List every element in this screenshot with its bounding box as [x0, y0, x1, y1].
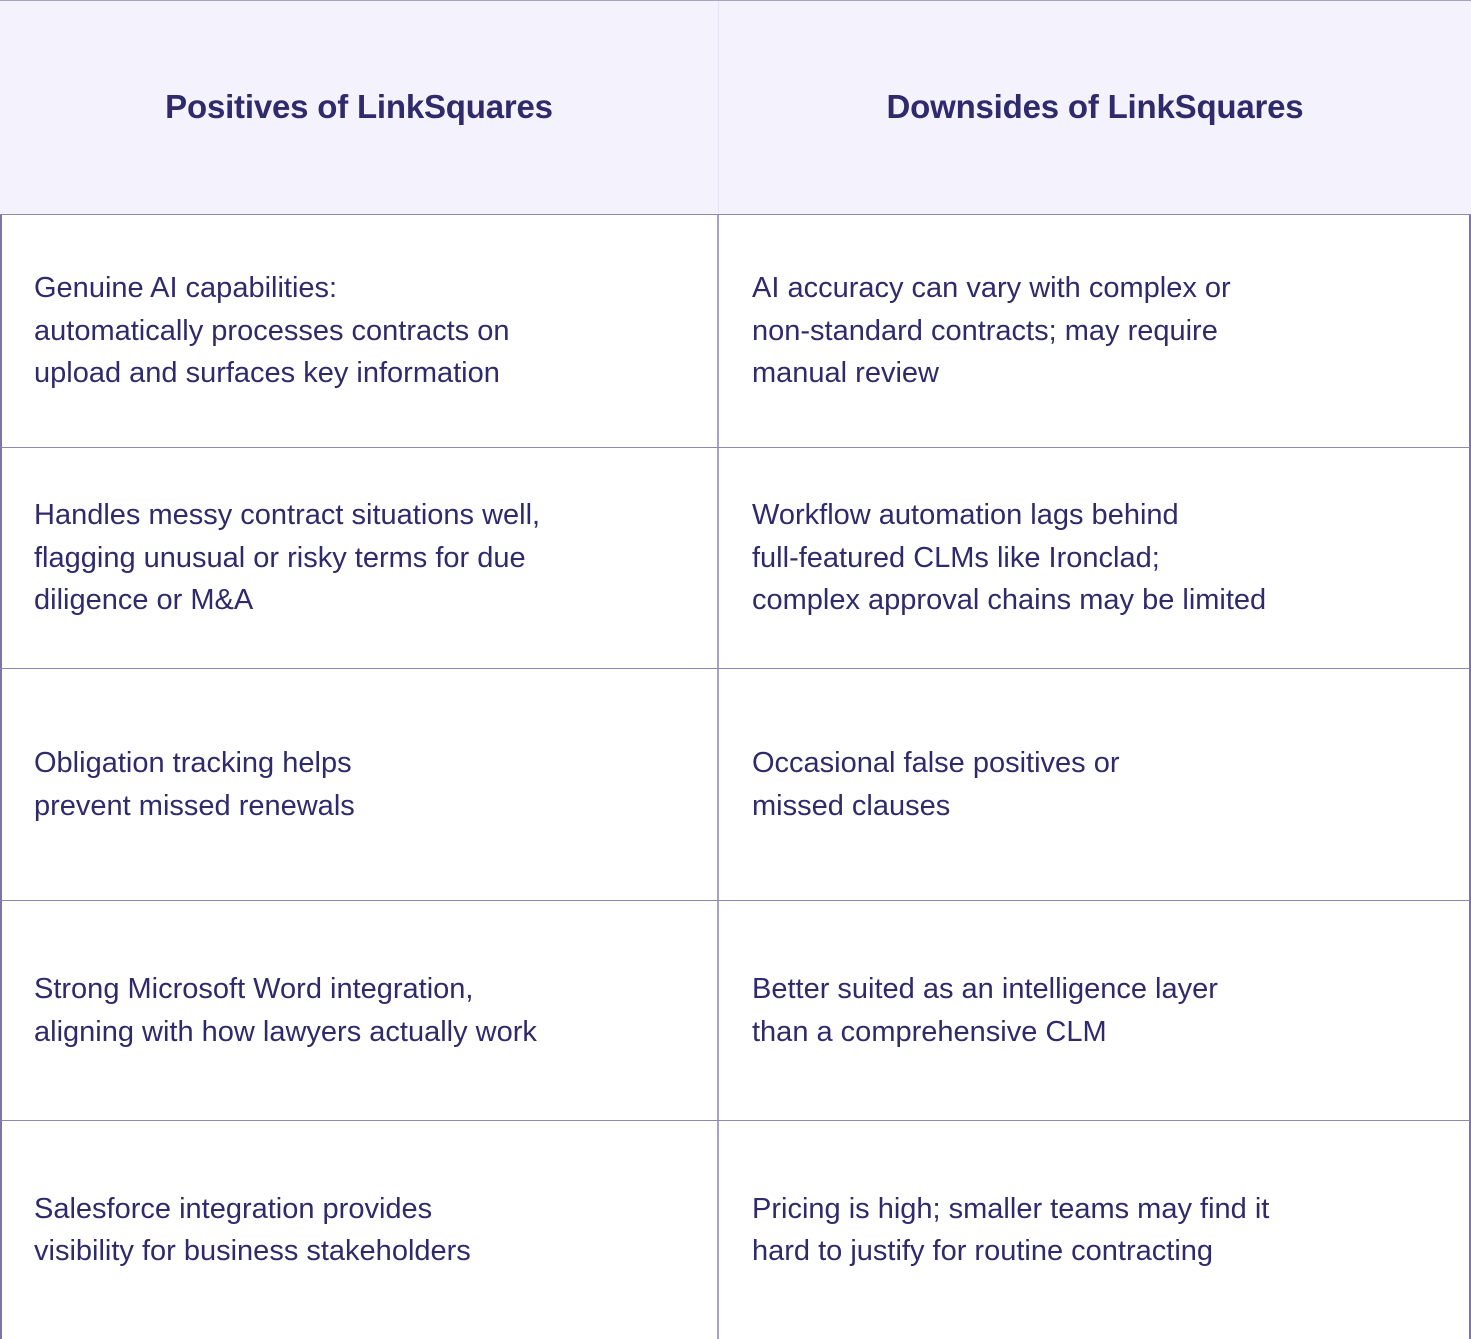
- downside-text: Occasional false positives or missed cla…: [752, 747, 1120, 822]
- downside-cell: Pricing is high; smaller teams may find …: [719, 1121, 1469, 1339]
- positive-text: Handles messy contract situations well, …: [34, 499, 541, 617]
- positive-text: Obligation tracking helps prevent missed…: [34, 747, 355, 822]
- downside-cell: Better suited as an intelligence layer t…: [719, 901, 1469, 1120]
- table-row: Obligation tracking helps prevent missed…: [0, 669, 1471, 901]
- downside-text: Workflow automation lags behind full-fea…: [752, 499, 1267, 617]
- positive-cell: Strong Microsoft Word integration, align…: [2, 901, 719, 1120]
- downside-cell: Workflow automation lags behind full-fea…: [719, 448, 1469, 668]
- table-header-row: Positives of LinkSquares Downsides of Li…: [0, 0, 1471, 215]
- table-row: Handles messy contract situations well, …: [0, 448, 1471, 669]
- downside-cell: AI accuracy can vary with complex or non…: [719, 215, 1469, 447]
- downside-text: AI accuracy can vary with complex or non…: [752, 272, 1231, 390]
- table-row: Strong Microsoft Word integration, align…: [0, 901, 1471, 1121]
- table-row: Salesforce integration provides visibili…: [0, 1121, 1471, 1339]
- positive-cell: Genuine AI capabilities: automatically p…: [2, 215, 719, 447]
- header-positives: Positives of LinkSquares: [0, 1, 719, 214]
- header-downsides: Downsides of LinkSquares: [886, 87, 1304, 125]
- positive-text: Salesforce integration provides visibili…: [34, 1192, 471, 1268]
- downside-text: Pricing is high; smaller teams may find …: [752, 1192, 1270, 1268]
- downside-text: Better suited as an intelligence layer t…: [752, 973, 1218, 1048]
- table-row: Genuine AI capabilities: automatically p…: [0, 215, 1471, 448]
- positive-cell: Obligation tracking helps prevent missed…: [2, 669, 719, 900]
- downside-cell: Occasional false positives or missed cla…: [719, 669, 1469, 900]
- positive-cell: Salesforce integration provides visibili…: [2, 1121, 719, 1339]
- positive-cell: Handles messy contract situations well, …: [2, 448, 719, 668]
- positive-text: Genuine AI capabilities: automatically p…: [34, 272, 510, 390]
- positive-text: Strong Microsoft Word integration, align…: [34, 973, 537, 1048]
